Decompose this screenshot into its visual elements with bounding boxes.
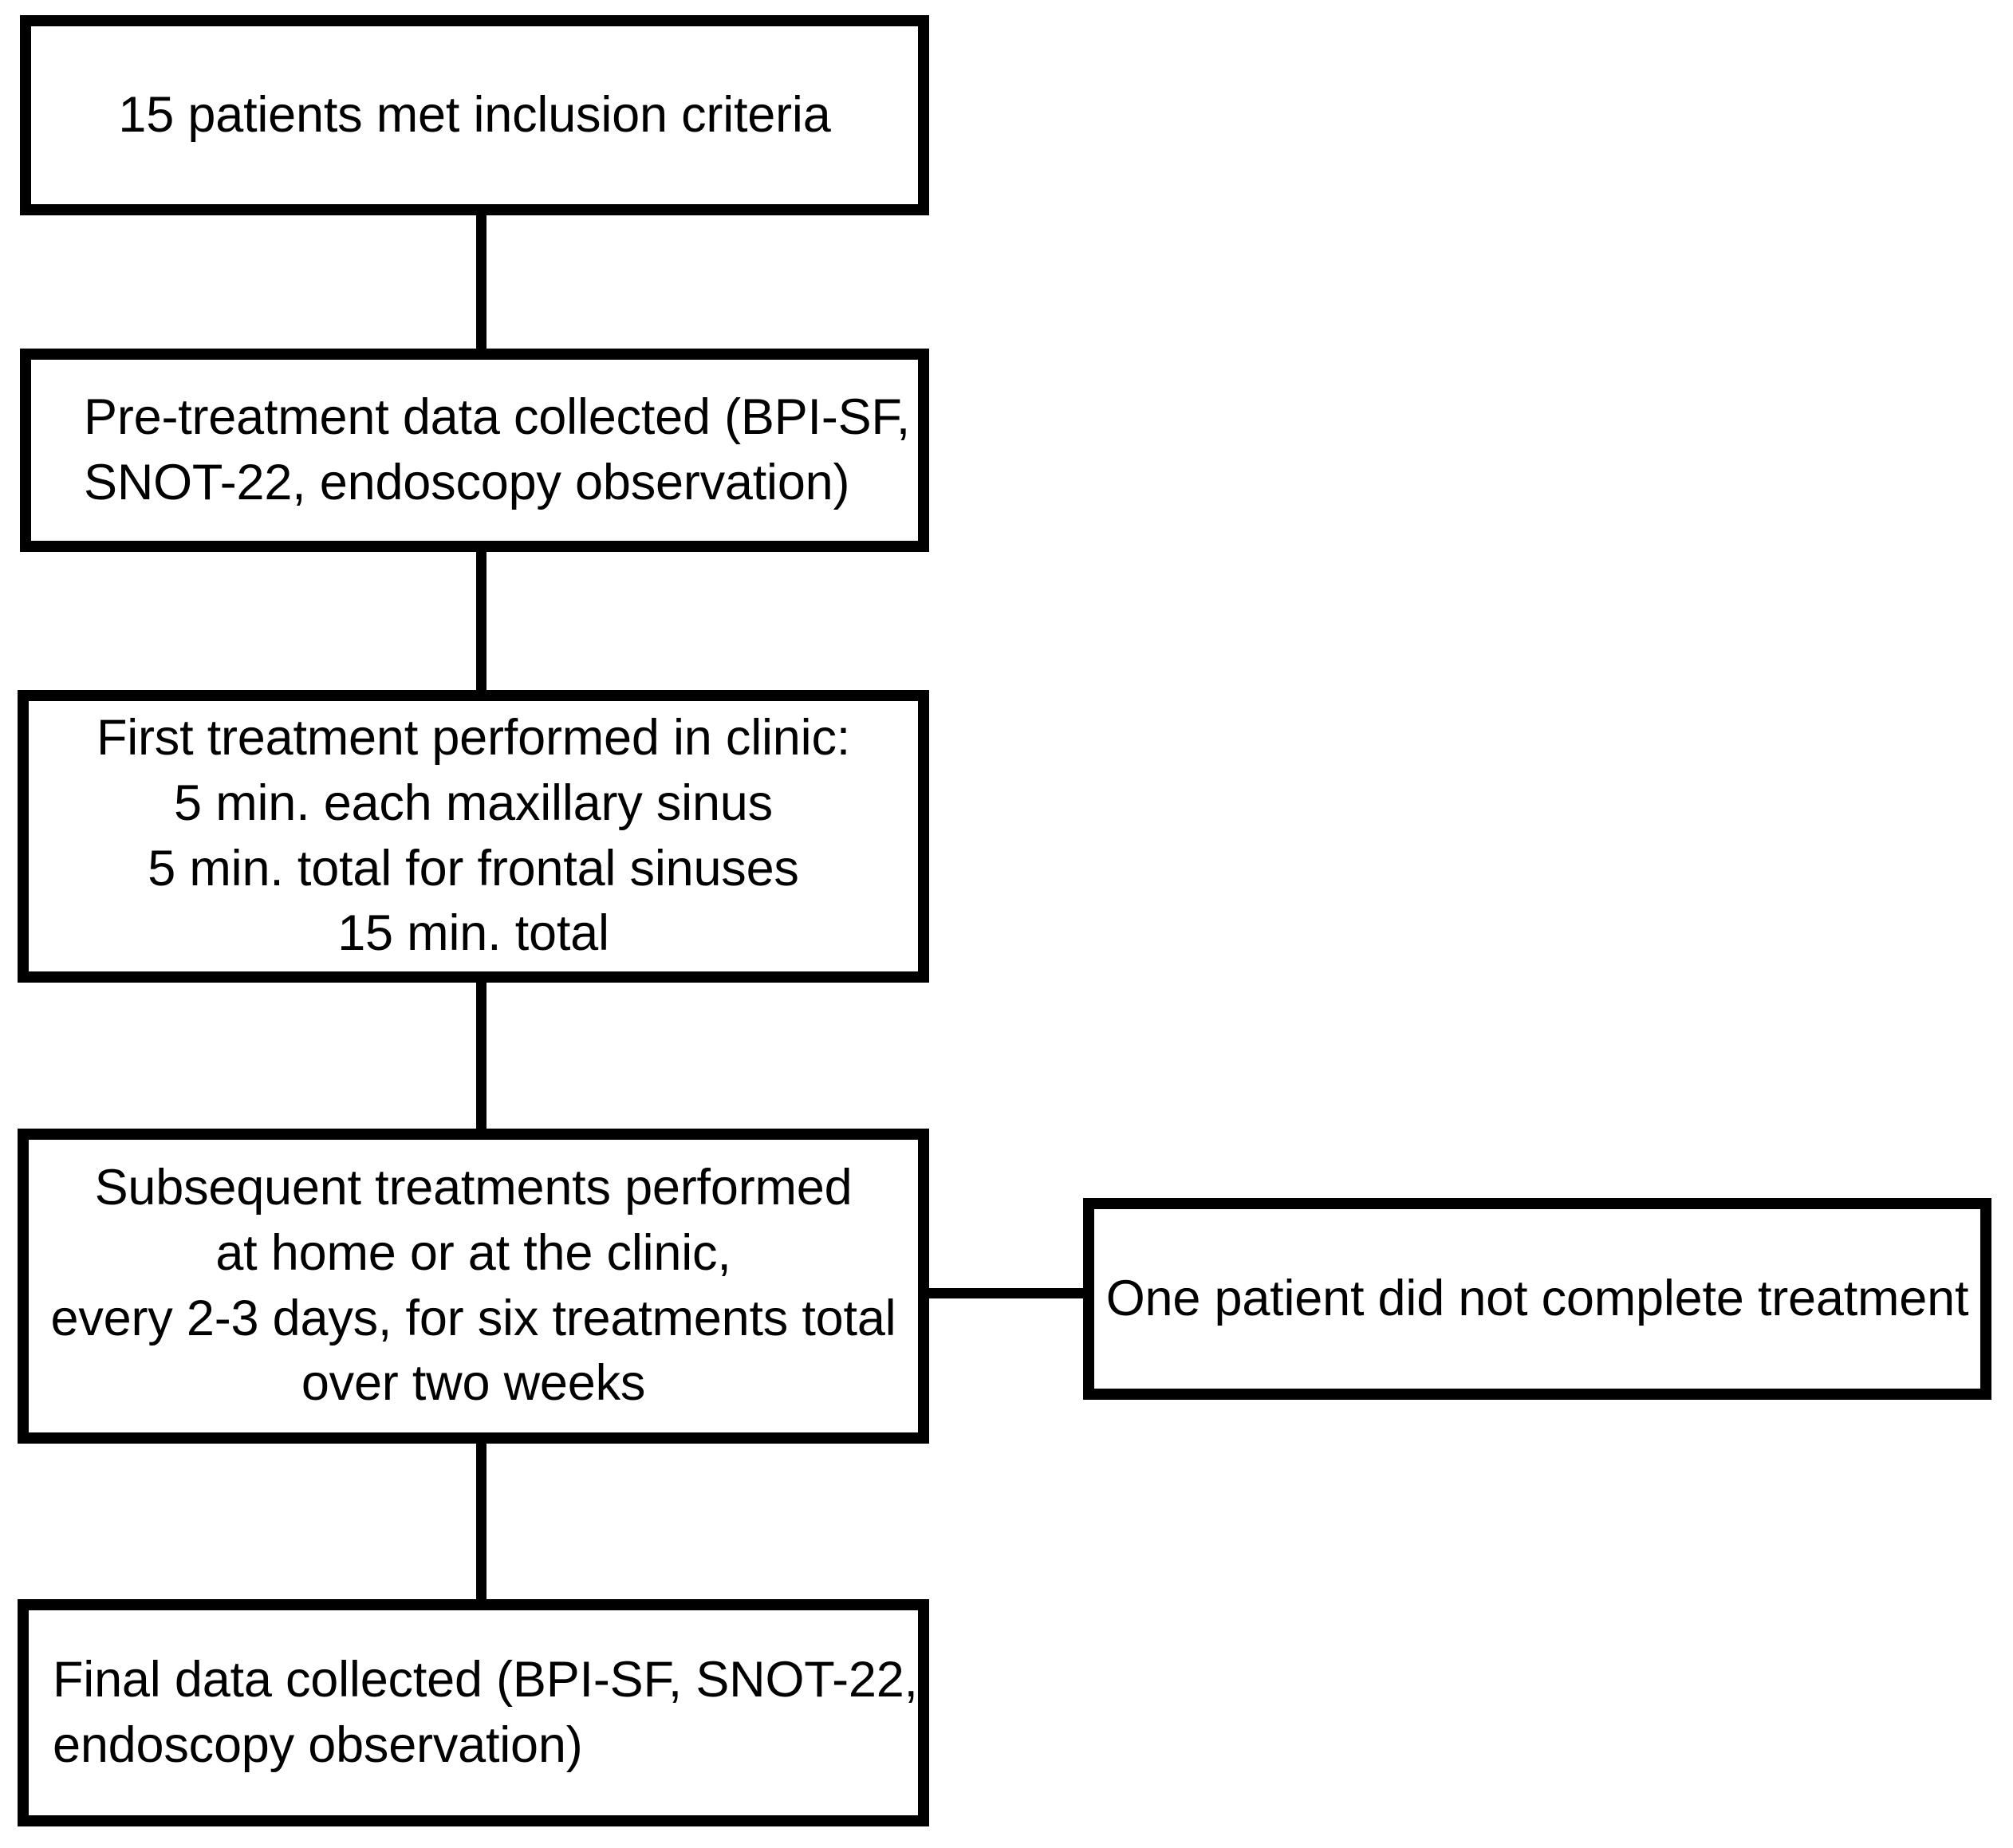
connector-subsequent-to-final-data xyxy=(476,1437,487,1606)
connector-pretreatment-to-first-treatment xyxy=(476,546,487,697)
node-first-treatment: First treatment performed in clinic: 5 m… xyxy=(18,690,929,983)
node-pretreatment-data-label: Pre-treatment data collected (BPI-SF, SN… xyxy=(84,388,911,510)
node-final-data-label: Final data collected (BPI-SF, SNOT-22, e… xyxy=(53,1651,918,1773)
node-first-treatment-label: First treatment performed in clinic: 5 m… xyxy=(96,709,851,962)
node-subsequent-treatments-label: Subsequent treatments performed at home … xyxy=(50,1159,896,1412)
node-dropout-label: One patient did not complete treatment xyxy=(1105,1270,1969,1326)
node-subsequent-treatments: Subsequent treatments performed at home … xyxy=(18,1129,929,1444)
connector-inclusion-to-pretreatment xyxy=(476,209,487,356)
node-final-data: Final data collected (BPI-SF, SNOT-22, e… xyxy=(18,1599,929,1826)
node-inclusion-label: 15 patients met inclusion criteria xyxy=(118,86,831,143)
connector-first-treatment-to-subsequent xyxy=(476,976,487,1136)
node-dropout: One patient did not complete treatment xyxy=(1083,1198,1991,1400)
connector-subsequent-to-dropout xyxy=(922,1288,1091,1298)
node-inclusion: 15 patients met inclusion criteria xyxy=(20,15,929,215)
node-pretreatment-data: Pre-treatment data collected (BPI-SF, SN… xyxy=(20,349,929,552)
